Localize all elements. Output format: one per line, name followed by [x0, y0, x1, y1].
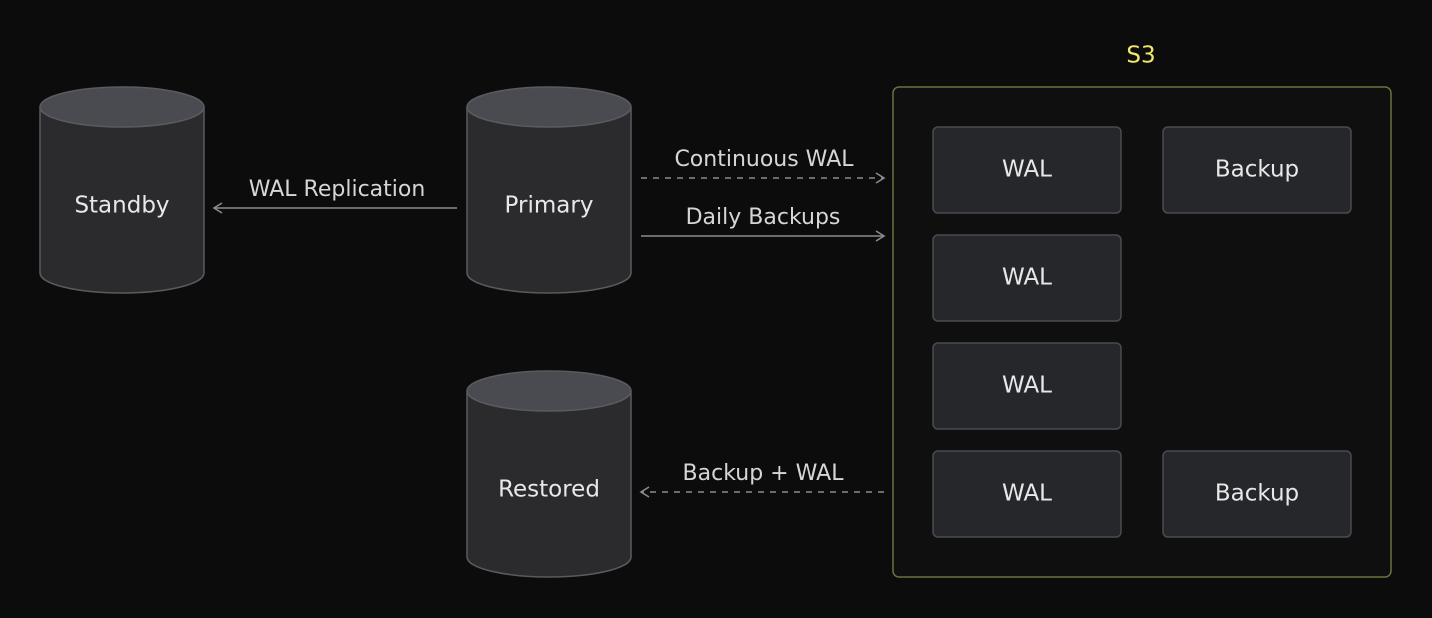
database-icon	[39, 86, 205, 294]
restored-label: Restored	[498, 477, 600, 503]
primary-database[interactable]: Primary	[466, 86, 632, 294]
s3-bucket-group[interactable]: S3 WAL Backup WAL WAL WAL Backup	[892, 43, 1392, 578]
s3-item-wal[interactable]: WAL	[932, 450, 1122, 538]
standby-label: Standby	[74, 193, 169, 219]
s3-item-label: WAL	[1002, 265, 1052, 291]
standby-database[interactable]: Standby	[39, 86, 205, 294]
edge-label: WAL Replication	[249, 177, 426, 202]
restored-database[interactable]: Restored	[466, 370, 632, 578]
s3-item-backup[interactable]: Backup	[1162, 126, 1352, 214]
s3-item-wal[interactable]: WAL	[932, 234, 1122, 322]
database-icon	[466, 370, 632, 578]
primary-label: Primary	[505, 193, 594, 219]
s3-item-wal[interactable]: WAL	[932, 126, 1122, 214]
s3-item-label: WAL	[1002, 481, 1052, 507]
edge-backup-wal[interactable]: Backup + WAL	[639, 461, 884, 498]
edge-continuous-wal[interactable]: Continuous WAL	[641, 147, 886, 184]
edge-label: Continuous WAL	[674, 147, 854, 172]
s3-item-label: WAL	[1002, 373, 1052, 399]
edge-label: Daily Backups	[686, 205, 841, 230]
s3-item-label: WAL	[1002, 157, 1052, 183]
s3-title: S3	[1126, 43, 1155, 69]
s3-item-label: Backup	[1215, 157, 1299, 183]
s3-item-backup[interactable]: Backup	[1162, 450, 1352, 538]
edge-daily-backups[interactable]: Daily Backups	[641, 205, 886, 242]
s3-item-label: Backup	[1215, 481, 1299, 507]
edge-label: Backup + WAL	[683, 461, 845, 486]
s3-item-wal[interactable]: WAL	[932, 342, 1122, 430]
edge-wal-replication[interactable]: WAL Replication	[212, 177, 457, 214]
database-icon	[466, 86, 632, 294]
